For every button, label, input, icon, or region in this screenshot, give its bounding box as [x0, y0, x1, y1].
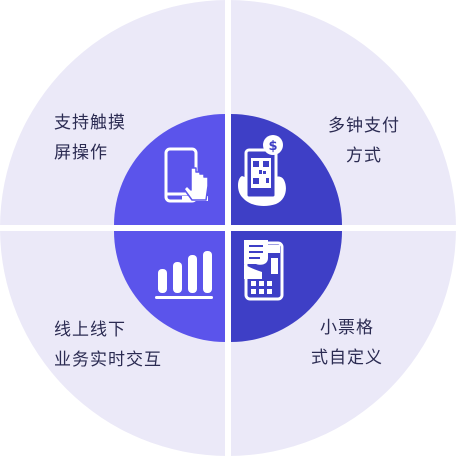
label-line: 业务实时交互 [54, 350, 162, 370]
bar-chart-icon [155, 251, 213, 299]
label-line: 式自定义 [311, 348, 383, 368]
label-line: 方式 [346, 146, 382, 166]
label-line: 线上线下 [54, 320, 126, 340]
receipt-printer-icon [244, 240, 284, 301]
touch-screen-icon [164, 147, 209, 203]
label-line: 小票格 [320, 318, 374, 338]
feature-label-payment-methods: 多钟支付 方式 [328, 111, 400, 171]
label-line: 多钟支付 [328, 116, 400, 136]
label-line: 支持触摸 [54, 113, 126, 133]
feature-label-receipt-format: 小票格 式自定义 [311, 313, 383, 373]
inner-quadrant-bottom-left [114, 231, 225, 342]
label-line: 屏操作 [54, 143, 108, 163]
horizontal-divider [0, 225, 457, 231]
feature-label-online-offline: 线上线下 业务实时交互 [54, 315, 162, 375]
svg-text:$: $ [268, 139, 277, 154]
feature-label-touch-screen: 支持触摸 屏操作 [54, 108, 126, 168]
qr-payment-icon: $ [238, 135, 286, 206]
